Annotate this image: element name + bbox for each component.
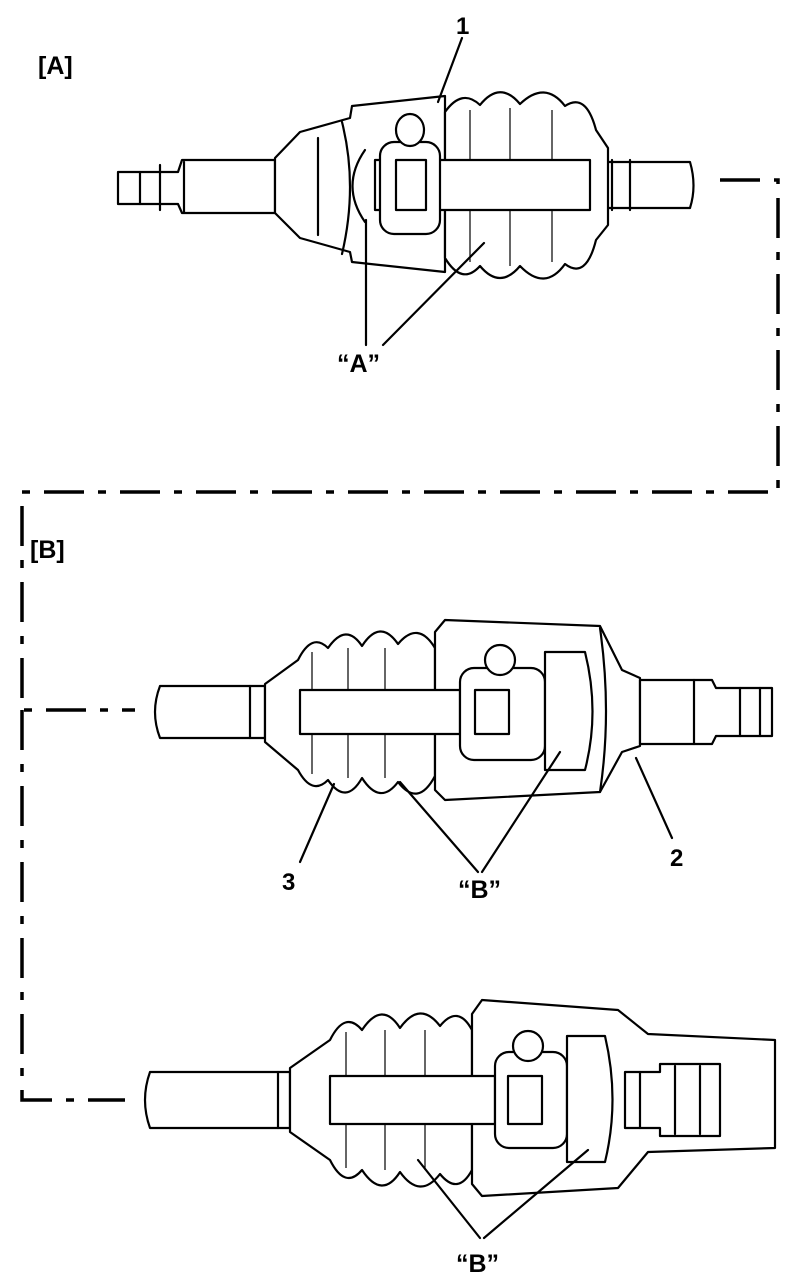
leader-b-lower-right (482, 1148, 590, 1240)
leader-1 (436, 36, 464, 104)
tripod-c (493, 1050, 569, 1150)
inner-shaft-b (298, 688, 462, 736)
shaft-a (588, 160, 695, 210)
spline-stub-a (116, 158, 277, 215)
callout-a: “A” (337, 350, 380, 378)
tripod-b (458, 666, 547, 762)
callout-2: 2 (670, 845, 683, 872)
panel-a-label: [A] (38, 52, 73, 80)
roller-a (394, 112, 426, 148)
leader-b-right (480, 750, 562, 874)
shaft-c (143, 1070, 292, 1130)
inner-shaft-c (328, 1074, 497, 1126)
joint-assembly-c (143, 998, 777, 1198)
callout-1: 1 (456, 13, 469, 40)
spline-stub-b (638, 678, 774, 746)
connector-b-to-c (20, 710, 125, 1102)
callout-3: 3 (282, 869, 295, 896)
leader-3 (298, 782, 336, 864)
spline-stub-c (623, 1062, 722, 1138)
leader-b-left (398, 780, 480, 874)
tripod-a (378, 140, 442, 236)
leader-a-right (381, 241, 486, 347)
roller-b (483, 643, 517, 677)
cage-b (543, 650, 594, 772)
leader-b-lower-left (416, 1158, 482, 1240)
joint-assembly-b (153, 618, 774, 802)
shaft-b (153, 684, 267, 740)
cage-c (565, 1034, 614, 1164)
callout-b-upper: “B” (458, 876, 501, 904)
callout-b-lower: “B” (456, 1250, 499, 1278)
panel-b-label: [B] (30, 536, 65, 564)
leader-2 (634, 756, 674, 840)
joint-assembly-a (116, 91, 695, 280)
roller-c (511, 1029, 545, 1063)
